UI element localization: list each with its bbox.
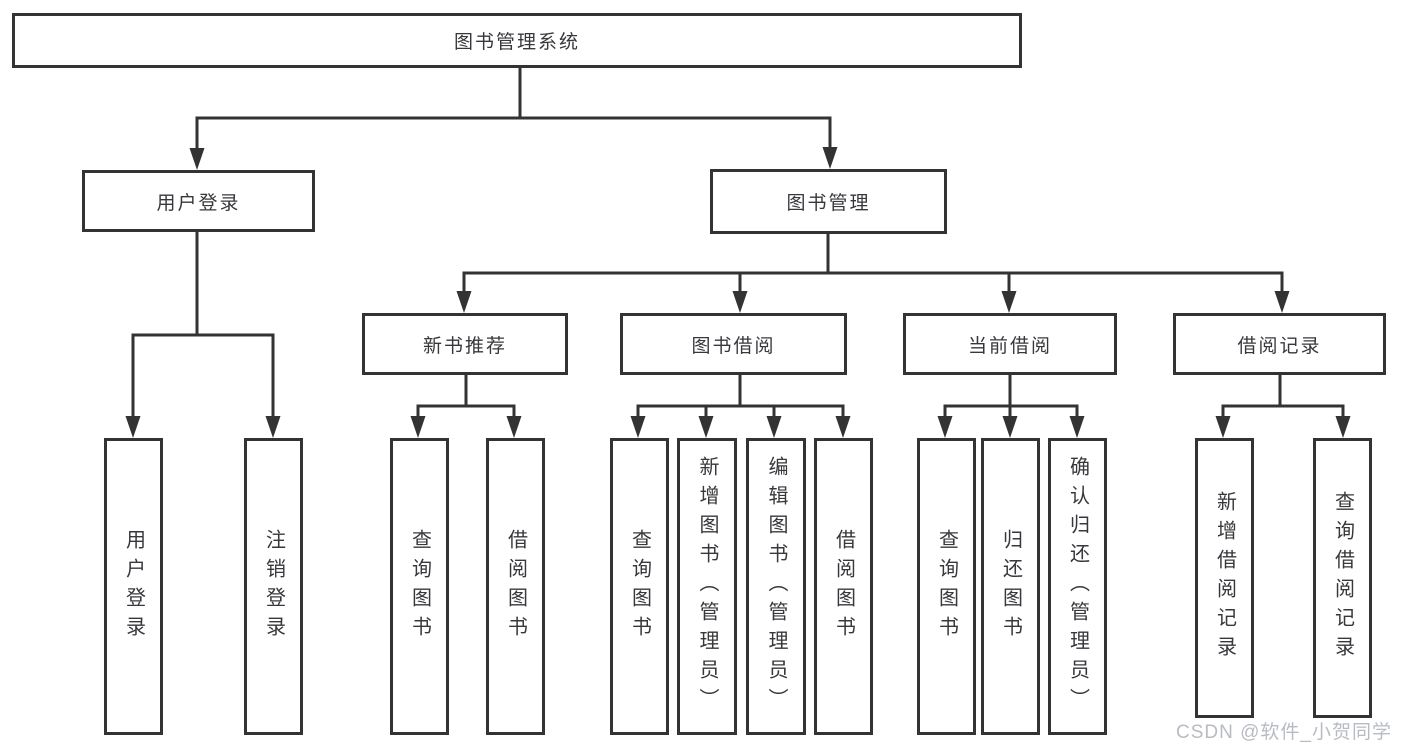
node-root-system: 图书管理系统: [12, 13, 1022, 68]
leaf-return-book: 归还图书: [981, 438, 1040, 735]
node-borrow-records: 借阅记录: [1173, 313, 1386, 375]
node-root-system-label: 图书管理系统: [453, 32, 580, 53]
node-current-borrow-label: 当前借阅: [967, 335, 1052, 357]
node-current-borrow: 当前借阅: [903, 313, 1117, 375]
leaf-recommend-borrow-book-label: 借阅图书: [504, 528, 527, 645]
node-book-management-branch: 图书管理: [710, 169, 947, 234]
leaf-query-borrow-record: 查询借阅记录: [1313, 438, 1372, 718]
node-book-management-branch-label: 图书管理: [786, 193, 871, 214]
leaf-add-borrow-record: 新增借阅记录: [1195, 438, 1254, 718]
leaf-current-query-book-label: 查询图书: [935, 528, 958, 645]
node-borrow-records-label: 借阅记录: [1237, 335, 1322, 357]
leaf-query-borrow-record-label: 查询借阅记录: [1331, 491, 1354, 665]
node-book-borrow: 图书借阅: [620, 313, 847, 375]
leaf-return-book-label: 归还图书: [999, 528, 1022, 645]
leaf-logout: 注销登录: [244, 438, 303, 735]
leaf-add-book-admin-label: 新增图书（管理员）: [696, 456, 718, 717]
node-user-login-branch-label: 用户登录: [156, 192, 241, 214]
leaf-borrow-query-book: 查询图书: [610, 438, 669, 735]
node-book-borrow-label: 图书借阅: [691, 335, 776, 357]
leaf-confirm-return-admin-label: 确认归还（管理员）: [1066, 456, 1089, 717]
leaf-current-query-book: 查询图书: [917, 438, 976, 735]
leaf-borrow-book-label: 借阅图书: [832, 528, 855, 645]
leaf-user-login-label: 用户登录: [122, 528, 145, 645]
leaf-recommend-borrow-book: 借阅图书: [486, 438, 545, 735]
arrowheads: [125, 147, 1351, 438]
node-new-book-recommend: 新书推荐: [362, 313, 568, 375]
leaf-user-login: 用户登录: [104, 438, 163, 735]
node-user-login-branch: 用户登录: [82, 170, 315, 232]
leaf-borrow-query-book-label: 查询图书: [628, 528, 651, 645]
leaf-edit-book-admin: 编辑图书（管理员）: [746, 438, 806, 735]
csdn-watermark: CSDN @软件_小贺同学: [1176, 722, 1392, 743]
leaf-edit-book-admin-label: 编辑图书（管理员）: [765, 456, 787, 717]
leaf-recommend-query-book: 查询图书: [390, 438, 449, 735]
leaf-borrow-book: 借阅图书: [814, 438, 873, 735]
leaf-confirm-return-admin: 确认归还（管理员）: [1048, 438, 1107, 735]
leaf-add-borrow-record-label: 新增借阅记录: [1213, 491, 1236, 665]
leaf-recommend-query-book-label: 查询图书: [408, 528, 431, 645]
leaf-add-book-admin: 新增图书（管理员）: [677, 438, 737, 735]
leaf-logout-label: 注销登录: [262, 528, 285, 645]
node-new-book-recommend-label: 新书推荐: [422, 335, 507, 357]
